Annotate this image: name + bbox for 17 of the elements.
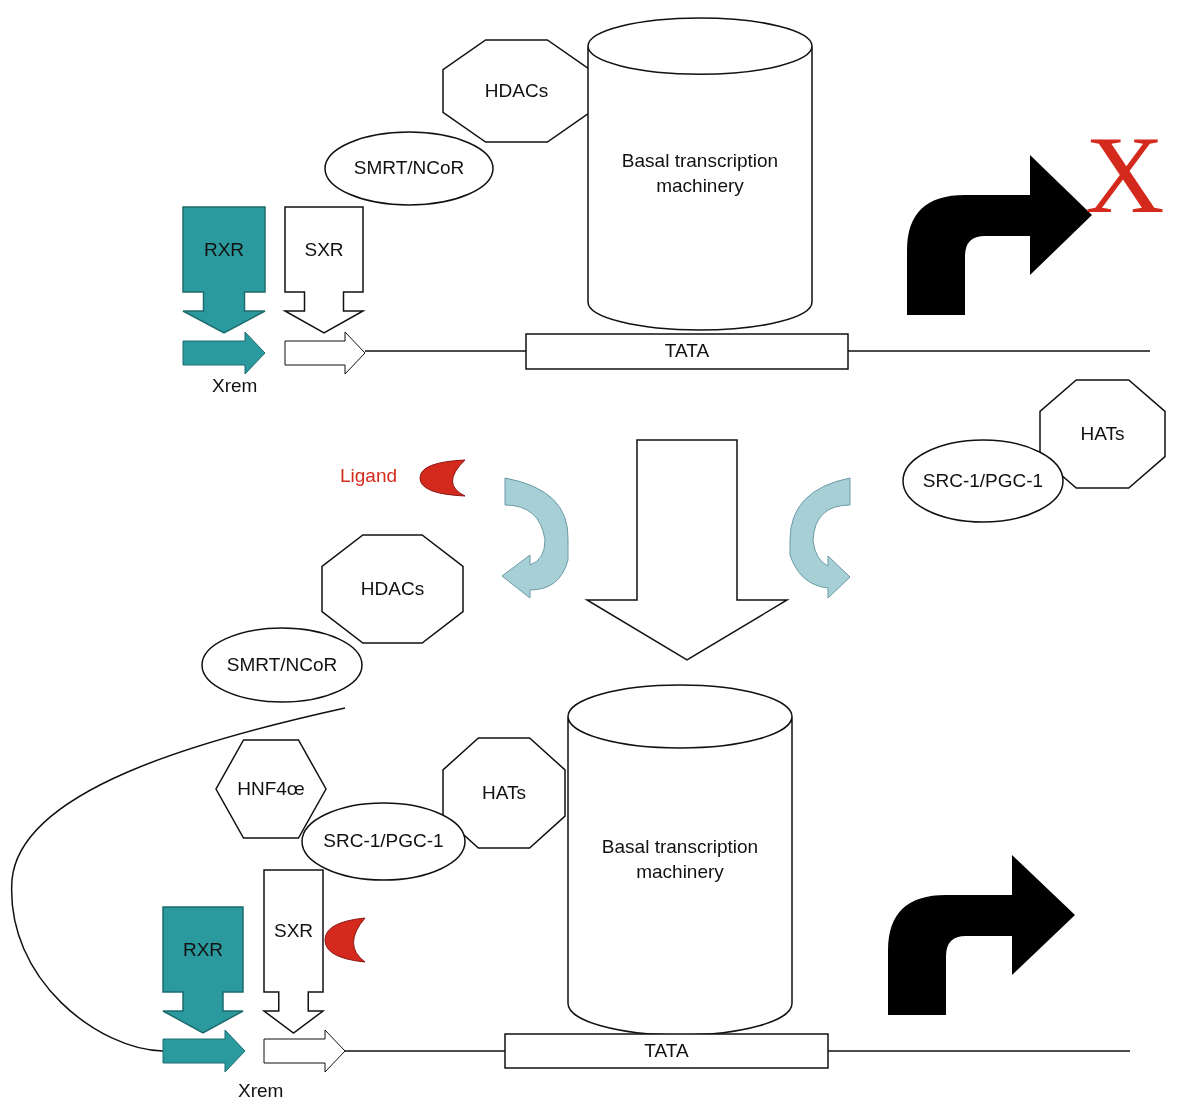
receptor-block: RXR (163, 907, 243, 1033)
receptor-block: SXR (285, 207, 363, 333)
ellipse-shape: SRC-1/PGC-1 (903, 440, 1063, 522)
octagon-shape: HDACs (322, 535, 463, 643)
ellipse-shape: SMRT/NCoR (202, 628, 362, 702)
receptor-block: RXR (183, 207, 265, 333)
ellipse-shape: SRC-1/PGC-1 (302, 803, 465, 880)
ligand-label: Ligand (340, 465, 398, 487)
octagon-shape: HATs (443, 738, 565, 848)
blocked-mark: X (1085, 120, 1165, 230)
octagon-shape: HDACs (443, 40, 590, 142)
promoter-box: TATA (505, 1034, 828, 1068)
receptor-block: SXR (264, 870, 323, 1033)
ellipse-shape: SMRT/NCoR (325, 132, 493, 205)
promoter-box: TATA (526, 334, 848, 369)
element-label: Xrem (238, 1080, 284, 1102)
element-label: Xrem (212, 375, 258, 397)
